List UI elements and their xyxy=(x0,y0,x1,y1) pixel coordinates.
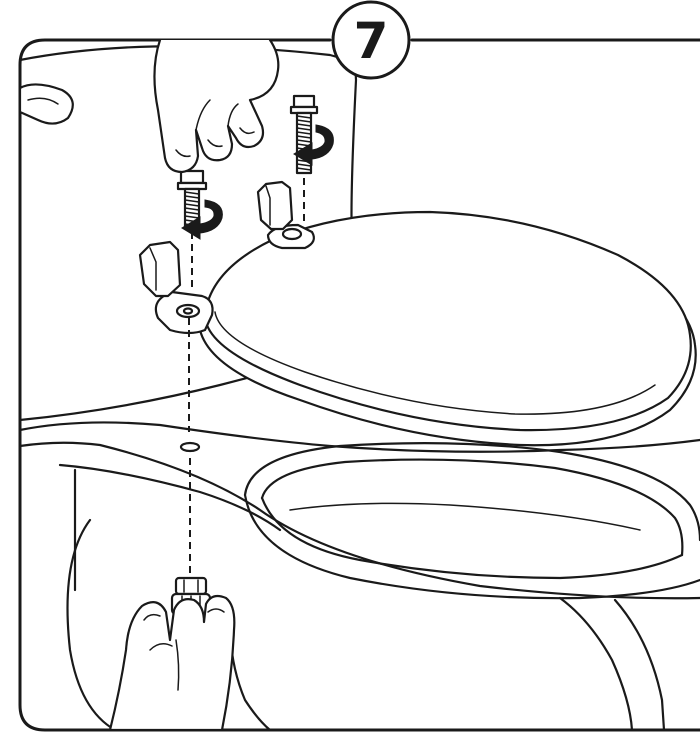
flush-handle-icon xyxy=(18,83,74,125)
bolt-thread xyxy=(184,191,200,195)
bolt-icon xyxy=(176,169,208,229)
toilet-seat-lid xyxy=(198,210,697,447)
toilet-bowl-rim xyxy=(243,442,700,600)
hinge-cap-icon xyxy=(256,180,294,231)
bolt-thread xyxy=(296,163,312,167)
hand-icon xyxy=(108,594,236,732)
toilet-tank xyxy=(18,45,358,422)
bolt-thread xyxy=(296,127,312,131)
step-number: 7 xyxy=(354,12,389,70)
step-badge-circle xyxy=(331,0,411,80)
bolt-thread xyxy=(296,167,312,171)
step-badge: 7 xyxy=(331,0,411,80)
mounting-hole xyxy=(179,441,201,453)
bolt-icon xyxy=(289,94,319,175)
hand-icon xyxy=(153,38,280,174)
bolt-thread xyxy=(184,211,200,215)
bolt-thread xyxy=(184,199,200,203)
frame-border xyxy=(18,38,700,732)
bolt-thread xyxy=(184,203,200,207)
bolt-thread xyxy=(296,139,312,143)
bolt-thread xyxy=(296,135,312,139)
bolt-thread xyxy=(184,207,200,211)
seat-hinge-left xyxy=(154,290,214,335)
hinge-cap-icon xyxy=(138,240,182,298)
rotate-arrow-icon xyxy=(181,199,223,240)
bolt-thread xyxy=(296,131,312,135)
rotate-arrow-icon xyxy=(293,124,334,166)
toilet-bowl-deck xyxy=(18,421,700,600)
bolt-thread xyxy=(296,123,312,127)
bolt-thread xyxy=(184,215,200,219)
bolt-thread xyxy=(296,115,312,119)
bolt-thread xyxy=(296,119,312,123)
bolt-thread xyxy=(184,195,200,199)
